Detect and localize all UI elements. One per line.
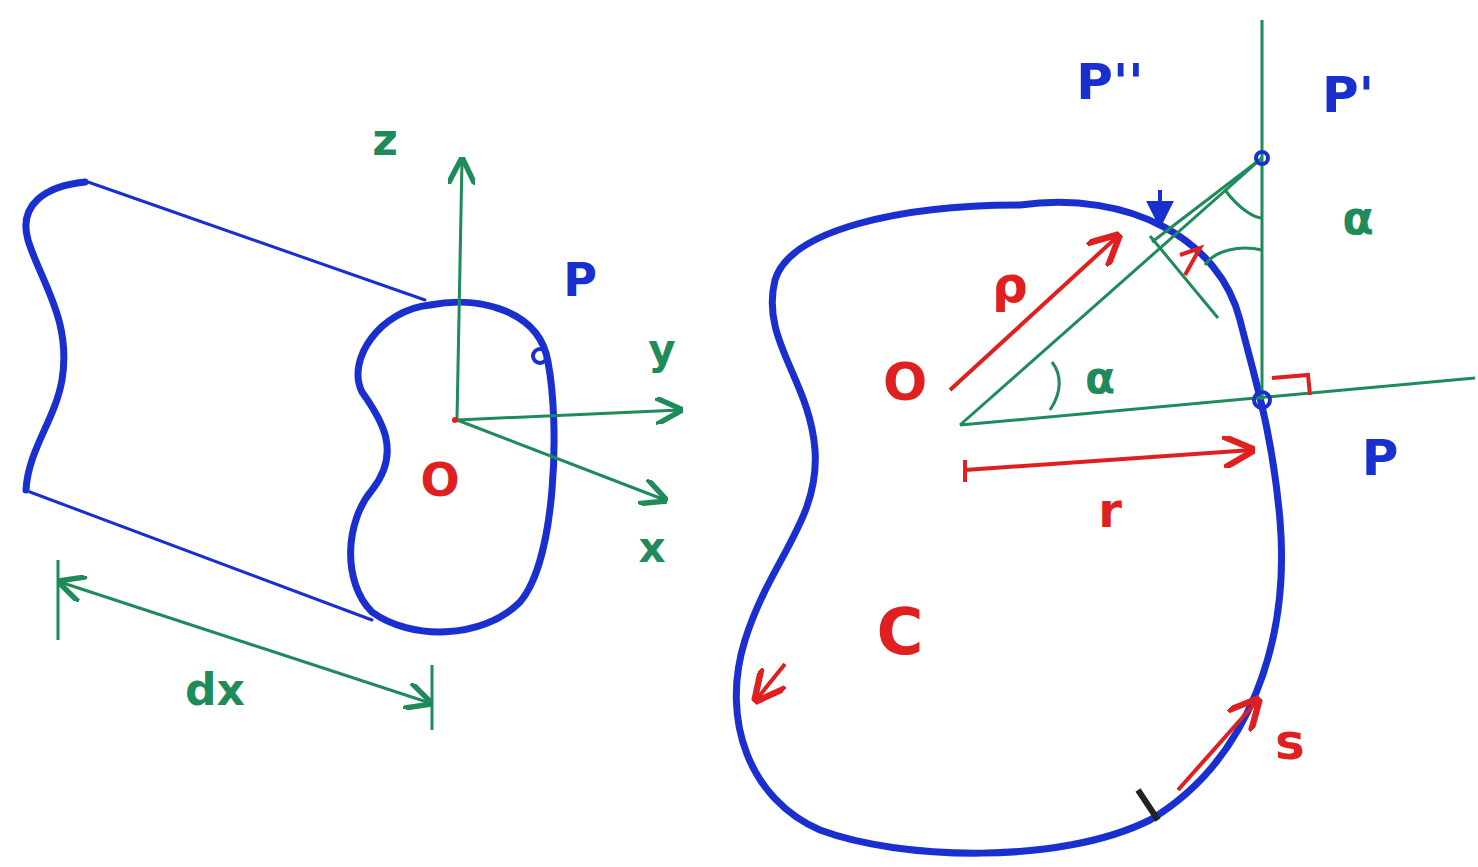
point-label: P xyxy=(563,257,597,303)
origin-label: O xyxy=(883,356,927,408)
point-p xyxy=(533,349,547,363)
pointer-arrow xyxy=(1158,190,1162,226)
point-label: P xyxy=(1362,433,1399,483)
origin-dot xyxy=(452,417,458,423)
angle-label: α xyxy=(1085,356,1115,400)
dimension-label: dx xyxy=(185,668,245,712)
point-label: P'' xyxy=(1076,57,1143,107)
origin-label: O xyxy=(420,457,459,503)
axis-label: z xyxy=(372,118,398,162)
point-p xyxy=(1254,392,1270,408)
point-label: P' xyxy=(1322,70,1374,120)
axis-label: y xyxy=(648,329,675,371)
contour-label: C xyxy=(877,600,924,664)
angle-label: α xyxy=(1342,195,1374,241)
point-p-prime xyxy=(1256,152,1268,164)
construction-lines xyxy=(960,20,1475,425)
vectors xyxy=(756,236,1258,790)
right-angle-marks xyxy=(1180,248,1310,395)
arc-length-label: s xyxy=(1275,717,1305,767)
axis-label: x xyxy=(638,527,665,569)
vector-label: ρ xyxy=(992,260,1028,310)
axes xyxy=(58,160,680,730)
bar-segment xyxy=(26,182,554,632)
arc-origin-tick xyxy=(1138,790,1158,820)
cross-section-outline xyxy=(736,202,1281,853)
vector-label: r xyxy=(1098,486,1122,534)
